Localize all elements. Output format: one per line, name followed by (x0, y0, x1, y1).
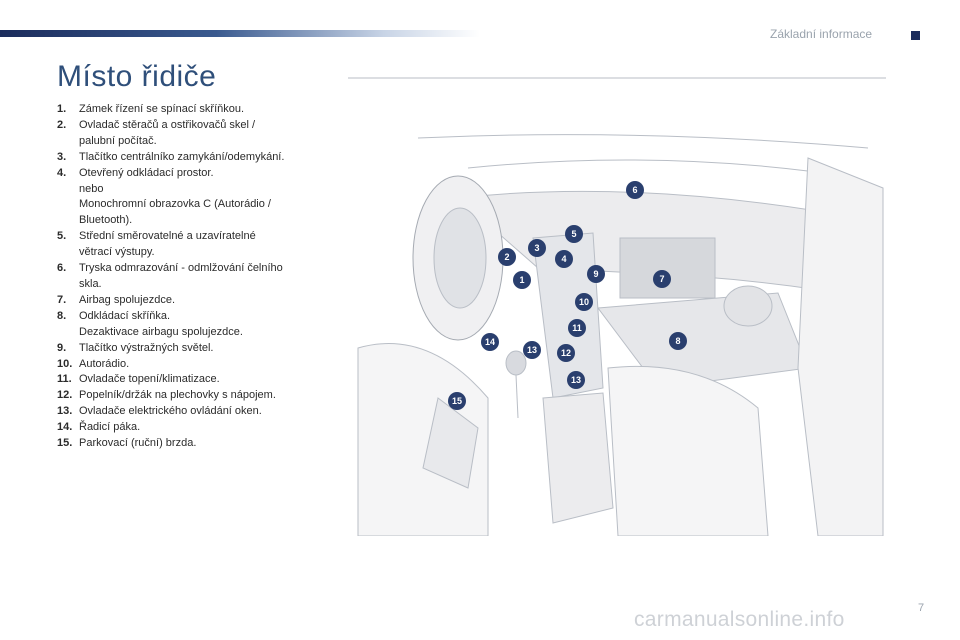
callout-13b: 13 (571, 375, 581, 385)
legend-item-text: Zámek řízení se spínací skříňkou. (79, 103, 245, 115)
callout-10: 10 (579, 297, 589, 307)
legend-item-number: 3. (57, 150, 67, 163)
callout-13a: 13 (527, 345, 537, 355)
legend-item-text: Ovladače elektrického ovládání oken. (79, 405, 262, 418)
legend-item-text: Tlačítko centrálníko zamykání/odemykání. (79, 150, 285, 163)
legend-item: 15. Parkovací (ruční) brzda. (57, 436, 327, 452)
dashboard-illustration: 1 2 3 4 5 6 7 8 9 10 11 12 13 13 14 15 (348, 77, 886, 536)
legend-item: 5. Střední směrovatelné a uzavíratelné vě… (57, 229, 327, 261)
legend-item: 1. Zámek řízení se spínací skříňkou. (57, 102, 327, 118)
callout-6: 6 (632, 185, 637, 195)
legend-item-text: Otevřený odkládací prostor. nebo Monochr… (79, 166, 271, 227)
callout-3: 3 (534, 243, 539, 253)
legend-item-number: 1. (57, 103, 67, 115)
callout-15: 15 (452, 396, 462, 406)
legend-item-text: Tlačítko výstražných světel. (79, 341, 214, 354)
legend-item: 13. Ovladače elektrického ovládání oken. (57, 404, 327, 420)
legend-item: 3. Tlačítko centrálníko zamykání/odemykán… (57, 150, 327, 166)
page-number: 7 (918, 602, 925, 614)
legend-item: 8. Odkládací skříňka. Dezaktivace airbagu… (57, 309, 327, 341)
legend-item-number: 8. (57, 309, 67, 322)
page-title: Místo řidiče (57, 60, 217, 93)
legend-item-number: 7. (57, 293, 67, 306)
legend-item-number: 15. (57, 437, 73, 450)
legend-item-number: 2. (57, 118, 67, 131)
legend-item: 7. Airbag spolujezdce. (57, 293, 327, 309)
legend-item-text: Airbag spolujezdce. (79, 293, 176, 306)
legend-item: 10. Autorádio. (57, 357, 327, 373)
legend-item-number: 11. (57, 373, 72, 386)
legend-item-text: Střední směrovatelné a uzavíratelné větr… (79, 230, 256, 259)
callout-11: 11 (572, 323, 582, 333)
legend-item: 4. Otevřený odkládací prostor. nebo Monoc… (57, 166, 327, 230)
legend-item-text: Popelník/držák na plechovky s nápojem. (79, 389, 276, 402)
callout-7: 7 (659, 274, 664, 284)
legend-item-text: Parkovací (ruční) brzda. (79, 437, 197, 450)
legend-item-text: Ovladač stěračů a ostřikovačů skel / pal… (79, 118, 256, 147)
header-accent-bar (0, 30, 480, 37)
section-title: Základní informace (770, 27, 873, 41)
callout-2: 2 (504, 252, 509, 262)
legend-item-number: 14. (57, 421, 73, 434)
legend-item-number: 5. (57, 230, 67, 243)
callout-14: 14 (485, 337, 495, 347)
legend-item: 6. Tryska odmrazování - odmlžování čelníh… (57, 261, 327, 293)
component-legend: 1. Zámek řízení se spínací skříňkou. 2. Ovl… (57, 102, 327, 452)
legend-item: 14. Řadicí páka. (57, 420, 327, 436)
callout-1: 1 (519, 275, 524, 285)
watermark: carmanualsonline.info (634, 608, 845, 631)
legend-item-number: 13. (57, 405, 73, 418)
legend-item-number: 9. (57, 341, 67, 354)
legend-item-text: Tryska odmrazování - odmlžování čelního … (79, 262, 283, 290)
legend-item: 12. Popelník/držák na plechovky s nápojem… (57, 388, 327, 404)
callout-5: 5 (571, 229, 576, 239)
legend-item-number: 10. (57, 357, 73, 370)
callout-4: 4 (561, 254, 566, 264)
header-square-marker (911, 31, 920, 40)
legend-item: 2. Ovladač stěračů a ostřikovačů skel / p… (57, 118, 327, 150)
callout-9: 9 (593, 269, 598, 279)
legend-item: 11. Ovladače topení/klimatizace. (57, 372, 327, 388)
callout-8: 8 (675, 336, 680, 346)
legend-item: 9. Tlačítko výstražných světel. (57, 341, 327, 357)
legend-item-number: 6. (57, 262, 67, 275)
legend-item-text: Řadicí páka. (79, 421, 141, 434)
legend-item-text: Ovladače topení/klimatizace. (79, 373, 220, 386)
legend-item-number: 12. (57, 389, 73, 402)
legend-item-text: Odkládací skříňka. Dezaktivace airbagu s… (79, 309, 243, 338)
legend-item-number: 4. (57, 166, 67, 179)
legend-item-text: Autorádio. (79, 357, 130, 370)
callout-12: 12 (561, 348, 571, 358)
